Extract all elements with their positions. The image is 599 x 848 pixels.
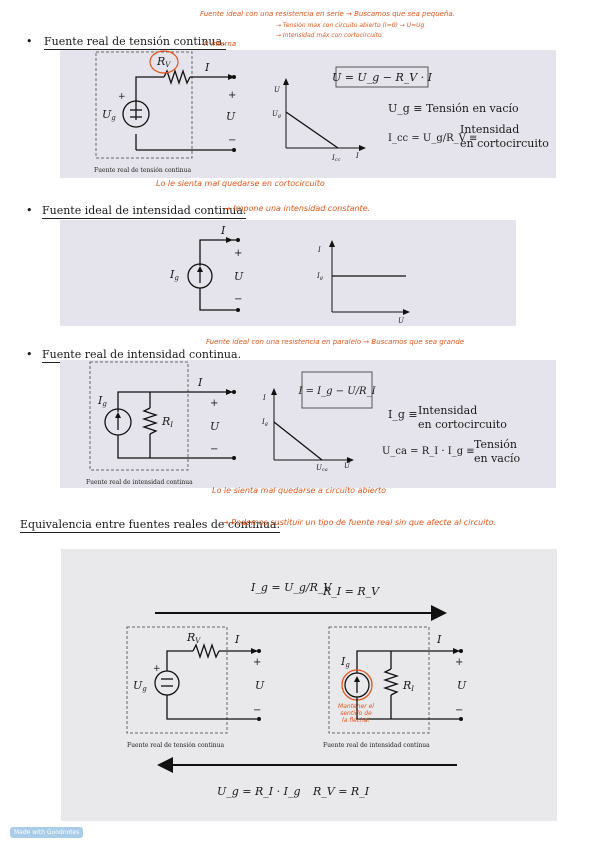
svg-text:R_V = R_I: R_V = R_I xyxy=(312,785,370,798)
svg-text:+: + xyxy=(153,664,161,674)
svg-text:U_g ≡ Tensión en vacío: U_g ≡ Tensión en vacío xyxy=(388,102,519,115)
svg-text:U: U xyxy=(457,679,467,692)
svg-text:Ig: Ig xyxy=(316,272,323,281)
svg-text:+: + xyxy=(253,657,261,668)
annotation: Fuente ideal con una resistencia en para… xyxy=(206,338,465,346)
svg-text:I: I xyxy=(262,394,266,402)
svg-text:−: − xyxy=(455,705,463,716)
annotation: → Tensión max con circuito abierto (I=0)… xyxy=(276,22,425,29)
svg-text:Intensidad: Intensidad xyxy=(460,123,519,136)
svg-text:Uca: Uca xyxy=(316,464,328,473)
svg-text:I: I xyxy=(234,633,240,646)
figure-ideal-current-source: I + − U Ig I Ig U xyxy=(60,220,516,326)
svg-text:R_I = R_V: R_I = R_V xyxy=(322,585,380,598)
section-title: Fuente ideal de intensidad continua. xyxy=(42,204,247,219)
section-title: Equivalencia entre fuentes reales de con… xyxy=(20,518,281,533)
svg-text:U: U xyxy=(344,462,351,470)
section-1-heading: • Fuente real de tensión continua. xyxy=(26,35,226,50)
svg-text:Ug: Ug xyxy=(133,679,147,693)
annotation: Mantener el sentido de la flecha! xyxy=(338,703,374,724)
svg-text:I: I xyxy=(355,152,359,160)
figure-real-voltage-source: RV I + + − U Ug Fuente real de tensión c… xyxy=(60,50,556,178)
svg-text:+: + xyxy=(118,92,126,102)
section-2-heading: • Fuente ideal de intensidad continua. xyxy=(26,204,247,219)
section-4-heading: Equivalencia entre fuentes reales de con… xyxy=(20,518,281,533)
annotation: → Intensidad máx con cortocircuito xyxy=(276,32,382,39)
svg-text:+: + xyxy=(234,248,242,259)
svg-text:I: I xyxy=(197,376,203,389)
svg-text:en cortocircuito: en cortocircuito xyxy=(418,418,507,431)
svg-text:I_g = U_g/R_V: I_g = U_g/R_V xyxy=(250,581,332,594)
figure-source-equivalence: I_g = U_g/R_V R_I = R_V RV I + + − U Ug … xyxy=(61,549,557,821)
svg-text:−: − xyxy=(228,135,236,146)
svg-text:U_ca = R_I · I_g ≡: U_ca = R_I · I_g ≡ xyxy=(382,446,475,457)
circuit-diagram: RV I + + − U Ug Fuente real de tensión c… xyxy=(94,50,549,174)
svg-text:I: I xyxy=(436,633,442,646)
section-3-heading: • Fuente real de intensidad continua. xyxy=(26,348,242,363)
svg-text:+: + xyxy=(228,90,236,101)
annotation: → Podemos sustituir un tipo de fuente re… xyxy=(222,518,496,527)
section-title: Fuente real de tensión continua. xyxy=(44,35,226,50)
svg-text:Ig: Ig xyxy=(261,418,268,427)
svg-text:Intensidad: Intensidad xyxy=(418,404,477,417)
bullet: • xyxy=(26,204,33,217)
svg-text:I: I xyxy=(220,224,226,237)
svg-text:U: U xyxy=(234,270,244,283)
svg-text:Fuente real de intensidad cont: Fuente real de intensidad continua xyxy=(86,479,193,486)
svg-text:−: − xyxy=(234,294,242,305)
svg-text:en vacío: en vacío xyxy=(474,452,521,465)
figure-real-current-source: I + − U Ig RI Fuente real de intensidad … xyxy=(60,360,556,488)
svg-text:+: + xyxy=(455,657,463,668)
equivalence-diagram: I_g = U_g/R_V R_I = R_V RV I + + − U Ug … xyxy=(126,581,467,798)
annotation: R interna xyxy=(204,40,237,48)
annotation: Fuente ideal con una resistencia en seri… xyxy=(200,10,455,18)
goodnotes-badge: Made with Goodnotes xyxy=(10,827,84,838)
svg-text:+: + xyxy=(210,398,218,409)
svg-text:U: U xyxy=(398,317,405,325)
circuit-diagram: I + − U Ig I Ig U xyxy=(169,224,410,325)
circuit-diagram: I + − U Ig RI Fuente real de intensidad … xyxy=(86,361,521,486)
annotation: Lo le sienta mal quedarse a circuito abi… xyxy=(212,486,387,495)
svg-text:U: U xyxy=(255,679,265,692)
svg-text:U = U_g − R_V · I: U = U_g − R_V · I xyxy=(332,71,433,84)
svg-text:RI: RI xyxy=(402,679,414,693)
svg-text:en cortocircuito: en cortocircuito xyxy=(460,137,549,150)
svg-text:U: U xyxy=(226,110,236,123)
annotation: → Impone una intensidad constante. xyxy=(224,204,371,213)
bullet: • xyxy=(26,35,33,48)
svg-text:−: − xyxy=(253,705,261,716)
svg-text:Ug: Ug xyxy=(272,110,281,119)
svg-text:Ug: Ug xyxy=(102,108,116,122)
annotation: Lo le sienta mal quedarse en cortocircui… xyxy=(156,179,325,188)
svg-text:I = I_g − U/R_I: I = I_g − U/R_I xyxy=(297,386,376,397)
svg-text:RV: RV xyxy=(186,631,201,645)
section-title: Fuente real de intensidad continua. xyxy=(42,348,242,363)
svg-text:Fuente real de intensidad cont: Fuente real de intensidad continua xyxy=(323,742,430,749)
svg-text:RV: RV xyxy=(156,55,171,69)
svg-text:Ig: Ig xyxy=(97,394,107,408)
svg-text:U: U xyxy=(274,86,281,94)
svg-text:U: U xyxy=(210,420,220,433)
svg-text:Tensión: Tensión xyxy=(474,438,517,451)
svg-text:RI: RI xyxy=(161,415,173,429)
svg-text:Ig: Ig xyxy=(340,655,350,669)
bullet: • xyxy=(26,348,33,361)
svg-text:I: I xyxy=(317,246,321,254)
svg-text:U_g = R_I · I_g: U_g = R_I · I_g xyxy=(217,785,301,798)
svg-text:Icc: Icc xyxy=(331,154,341,163)
svg-text:−: − xyxy=(210,444,218,455)
svg-text:I: I xyxy=(204,61,210,74)
svg-text:I_cc = U_g/R_V ≡: I_cc = U_g/R_V ≡ xyxy=(388,133,477,144)
svg-text:Ig: Ig xyxy=(169,268,179,282)
svg-text:I_g ≡: I_g ≡ xyxy=(388,408,418,421)
svg-text:Fuente real de tensión continu: Fuente real de tensión continua xyxy=(94,167,192,174)
svg-text:Fuente real de tensión continu: Fuente real de tensión continua xyxy=(127,742,225,749)
